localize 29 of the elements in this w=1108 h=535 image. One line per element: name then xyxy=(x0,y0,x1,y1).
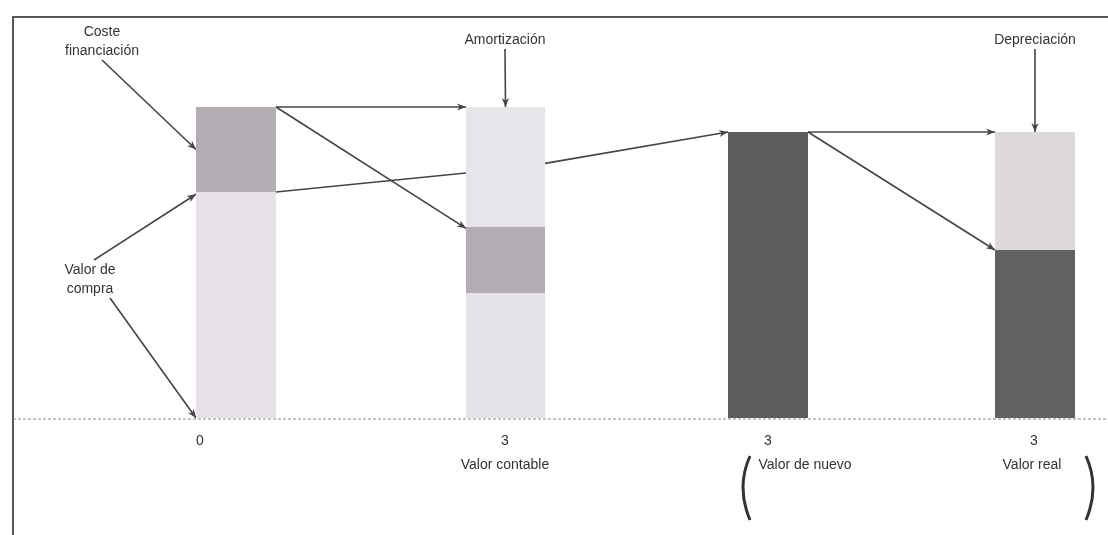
callout-label: Coste financiación xyxy=(52,22,152,60)
callout-label: Valor de compra xyxy=(50,260,130,298)
bar-segment xyxy=(196,192,276,418)
arrow xyxy=(501,48,509,108)
bar-segment xyxy=(995,132,1075,250)
callout-label: Amortización xyxy=(455,30,555,49)
column-caption: Valor real xyxy=(1002,456,1062,472)
bar-segment xyxy=(728,132,808,418)
axis-label: 3 xyxy=(764,432,772,448)
arrow xyxy=(101,59,197,151)
axis-label: 3 xyxy=(1030,432,1038,448)
callout-label: Depreciación xyxy=(985,30,1085,49)
arrow xyxy=(807,128,996,136)
arrow xyxy=(544,129,729,165)
bar-segment xyxy=(466,227,545,293)
arrow xyxy=(275,106,467,230)
bar-segment xyxy=(466,293,545,418)
axis-label: 0 xyxy=(196,432,204,448)
bar-segment xyxy=(995,250,1075,418)
axis-label: 3 xyxy=(501,432,509,448)
arrow xyxy=(109,297,197,419)
column-caption: Valor de nuevo xyxy=(758,456,852,472)
arrow xyxy=(275,103,467,111)
arrow xyxy=(807,131,996,251)
column-caption: Valor contable xyxy=(460,456,550,472)
arrow xyxy=(93,193,197,261)
arrow xyxy=(1031,48,1039,133)
bar-segment xyxy=(466,107,545,227)
bar-segment xyxy=(196,107,276,192)
